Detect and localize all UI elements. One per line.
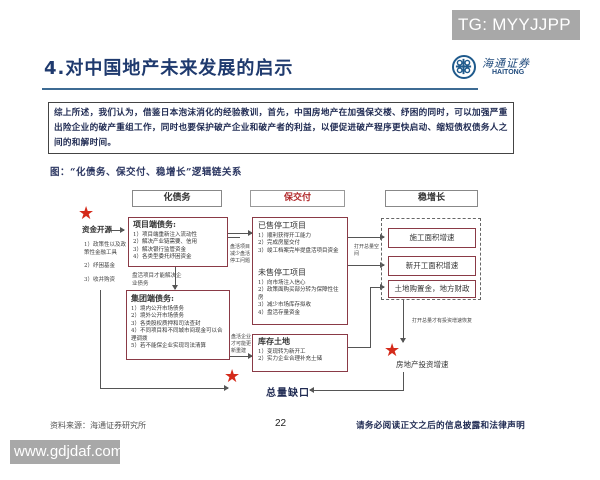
column-header-growth: 稳增长 xyxy=(385,190,478,207)
connector-group-to-land xyxy=(230,353,253,359)
land-inventory-item: 1）变现转为新开工 xyxy=(258,348,306,355)
summary-box: 综上所述，我们认为，借鉴日本泡沫消化的经验教训，首先，中国房地产在加强保交楼、纾… xyxy=(48,102,514,154)
connector-project-right xyxy=(228,237,240,238)
star-icon: ★ xyxy=(384,340,401,361)
group-debt-note: 盘活企业才可能更新重建 xyxy=(231,334,252,354)
connector-land-vertical xyxy=(370,287,371,347)
unsold-halted-item: 1）向市场注入信心 xyxy=(258,279,306,286)
haitong-logo-icon xyxy=(452,55,476,79)
unsold-halted-item: 2）政策面购买部分转为保障性住房 xyxy=(258,287,339,301)
land-inventory-title: 库存土地 xyxy=(258,336,290,346)
unsold-halted-item: 3）减少市场库存拟收 xyxy=(258,302,311,308)
group-debt-title: 集团端债务: xyxy=(131,293,174,303)
connector-investment-vertical xyxy=(403,372,404,390)
project-debt-item: 2）解决产业链需要、信用 xyxy=(133,239,198,245)
star-icon: ★ xyxy=(78,203,95,224)
title-divider xyxy=(42,88,478,90)
unsold-halted-title: 未售停工项目 xyxy=(258,268,306,277)
growth-item-new-starts: 新开工面积增速 xyxy=(388,256,476,276)
growth-item-construction: 施工面积增速 xyxy=(388,228,476,248)
group-debt-item: 4）不同项目和不同城市间现金可以合理调拨 xyxy=(131,328,223,342)
connector-left-vertical xyxy=(100,290,101,388)
sold-halted-item: 2）完成房屋交付 xyxy=(258,240,300,246)
column-header-delivery: 保交付 xyxy=(250,190,345,207)
growth-dashed-box xyxy=(381,218,481,300)
sold-halted-item: 1）顺利获得开工能力 xyxy=(258,232,311,239)
page-number: 22 xyxy=(275,418,287,429)
funding-item-3: 3）收并购资 xyxy=(84,277,115,283)
connector-growth-to-investment xyxy=(400,300,406,343)
figure-title: 图：“化债务、保交付、稳增长”逻辑链关系 xyxy=(50,167,242,178)
connector-left-to-gap xyxy=(100,385,229,391)
connector-to-construction xyxy=(348,234,385,240)
connector-land-horizontal xyxy=(348,347,371,348)
gap-label: 总量缺口 xyxy=(266,388,310,399)
sold-halted-title: 已售停工项目 xyxy=(258,221,306,230)
footer-source: 资料来源：海通证券研究所 xyxy=(50,421,146,430)
funding-arrow xyxy=(110,227,125,233)
project-note: 盘活项目减少盘活停工问题 xyxy=(230,244,251,264)
group-debt-item: 1）境内公开市场债务 xyxy=(131,305,184,312)
project-debt-item: 3）解决银行监管资金 xyxy=(133,246,186,253)
project-debt-item: 1）项目端重新注入流动性 xyxy=(133,231,198,238)
group-debt-item: 2）境外公开市场债务 xyxy=(131,313,184,319)
funding-item-1: 1）政策性以及政策性金融工具 xyxy=(84,242,126,256)
funding-label: 资金开源 xyxy=(82,225,112,234)
investment-label: 房地产投资增速 xyxy=(396,360,449,369)
watermark-top: TG: MYYJJPP xyxy=(452,10,580,40)
growth-item-land-sale: 土地购置金，地方财政 xyxy=(388,280,476,298)
watermark-bottom: www.gdjdaf.com xyxy=(10,440,123,464)
land-inventory-item: 2）实力企业合理补充土储 xyxy=(258,356,323,362)
sold-halted-item: 3）竣工档案完毕提盘活项目资金 xyxy=(258,247,339,254)
project-debt-box: 项目端债务: 1）项目端重新注入流动性 2）解决产业链需要、信用 3）解决银行监… xyxy=(128,217,228,267)
logo-english-name: HAITONG xyxy=(492,69,525,76)
group-debt-box: 集团端债务: 1）境内公开市场债务 2）境外公开市场债务 3）各类股权质押和司法… xyxy=(126,290,230,360)
project-debt-title: 项目端债务: xyxy=(133,219,176,229)
delivery-projects-box: 已售停工项目 1）顺利获得开工能力 2）完成房屋交付 3）竣工档案完毕提盘活项目… xyxy=(252,217,348,325)
funding-item-2: 2）纾困基金 xyxy=(84,263,115,269)
unsold-halted-item: 4）盘活存量资金 xyxy=(258,309,300,316)
connector-investment-to-gap xyxy=(309,387,404,393)
group-debt-item: 3）各类股权质押和司法查封 xyxy=(131,320,201,327)
connector-to-sold xyxy=(228,230,253,236)
haitong-logo: 海通证券 HAITONG xyxy=(452,53,592,83)
expand-note: 打开总量空间 xyxy=(354,244,380,257)
logo-chinese-name: 海通证券 xyxy=(482,57,530,70)
page-title: 4.对中国地产未来发展的启示 xyxy=(44,58,294,79)
column-header-debt: 化债务 xyxy=(132,190,222,207)
star-icon: ★ xyxy=(224,366,241,387)
connector-project-to-group xyxy=(172,267,178,290)
project-debt-note: 盘活项目才能解决企业债务 xyxy=(132,273,182,287)
project-debt-item: 4）各类型委托纾困资金 xyxy=(133,254,192,260)
connector-to-land-sale xyxy=(370,284,385,290)
connector-to-new-starts xyxy=(348,262,385,268)
land-inventory-box: 库存土地 1）变现转为新开工 2）实力企业合理补充土储 xyxy=(252,334,348,372)
footer-disclaimer: 请务必阅读正文之后的信息披露和法律声明 xyxy=(356,421,525,431)
group-debt-item: 5）若不能保企业实现司法清算 xyxy=(131,343,207,349)
invest-note: 打开总量才有投资增速恢复 xyxy=(412,318,473,324)
